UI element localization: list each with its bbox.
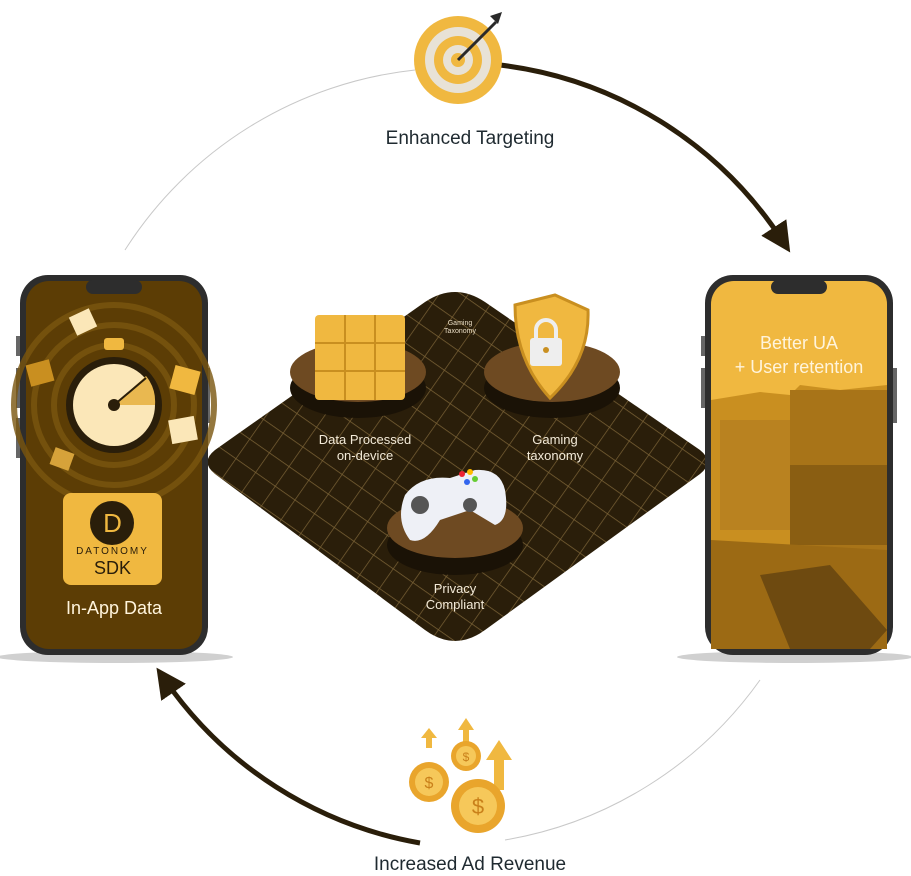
svg-text:$: $ xyxy=(472,794,484,819)
svg-text:$: $ xyxy=(425,775,434,792)
target-icon xyxy=(414,12,502,104)
gamepad-icon xyxy=(401,469,507,541)
privacy-compliant-label: Privacy Compliant xyxy=(425,581,485,612)
small-gaming-taxonomy-label: Gaming Taxonomy xyxy=(444,320,476,335)
svg-text:$: $ xyxy=(463,750,470,764)
better-ua-label: Better UA + User retention xyxy=(734,333,864,377)
arc-bottom-left-arrow xyxy=(156,667,421,846)
coins-icon: $ $ $ xyxy=(409,718,512,833)
enhanced-targeting-label: Enhanced Targeting xyxy=(385,128,555,149)
right-phone xyxy=(677,275,911,663)
logo-letter: D xyxy=(103,508,122,538)
arc-bottom-right xyxy=(504,679,761,841)
left-phone xyxy=(0,275,233,663)
gaming-taxonomy-label: Gaming taxonomy xyxy=(526,432,584,463)
game-scene xyxy=(711,385,887,649)
in-app-data-label: In-App Data xyxy=(65,598,163,618)
data-processed-label: Data Processed on-device xyxy=(318,432,412,463)
brand-name: DATONOMY xyxy=(76,546,149,557)
datonomy-logo xyxy=(90,501,134,545)
arc-top-left xyxy=(124,69,416,251)
arc-top-right-arrow xyxy=(499,62,791,253)
shield-lock-icon xyxy=(513,293,590,401)
increased-ad-revenue-label: Increased Ad Revenue xyxy=(373,854,567,875)
sdk-label: SDK xyxy=(93,558,131,578)
cycle-arcs xyxy=(124,62,791,846)
platform xyxy=(207,292,708,641)
cubes-icon xyxy=(315,315,405,400)
puzzle-pieces xyxy=(25,308,201,471)
stopwatch-icon xyxy=(66,338,162,453)
